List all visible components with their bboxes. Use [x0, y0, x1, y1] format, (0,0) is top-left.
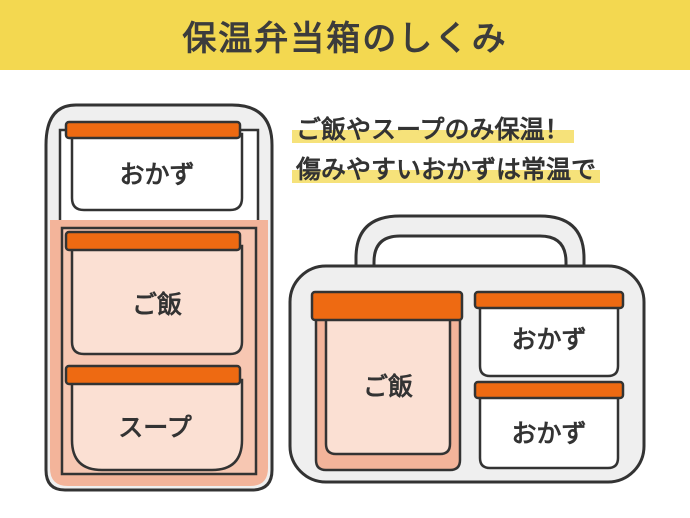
wide-right-top-container [478, 302, 620, 378]
wide-left-container-label: ご飯 [362, 372, 414, 401]
wide-lunch-box [288, 214, 646, 484]
tall-top-lid [64, 120, 242, 140]
tall-bottom-lid [64, 364, 242, 386]
tall-middle-container [70, 244, 244, 356]
caption-line-2: 傷みやすいおかずは常温で [292, 150, 601, 186]
wide-right-bottom-container-label: おかず [511, 419, 587, 448]
tall-middle-lid [64, 230, 242, 252]
wide-box-handle [354, 214, 586, 274]
tall-bottom-container-label: スープ [118, 413, 192, 442]
tall-top-container [70, 132, 244, 212]
title-banner: 保温弁当箱のしくみ [0, 0, 690, 70]
wide-left-lid [310, 290, 464, 322]
wide-right-top-lid [473, 290, 625, 310]
wide-right-bottom-lid [473, 380, 625, 400]
wide-right-top-container-label: おかず [511, 325, 587, 354]
wide-left-container [324, 316, 452, 456]
caption-line-1: ご飯やスープのみ保温！ [292, 110, 574, 146]
tall-bottom-container [70, 378, 244, 472]
page-title: 保温弁当箱のしくみ [182, 18, 508, 59]
tall-middle-container-label: ご飯 [131, 290, 183, 319]
tall-top-container-label: おかず [119, 160, 195, 189]
wide-right-bottom-container [478, 392, 620, 470]
tall-lunch-jar [44, 103, 274, 492]
